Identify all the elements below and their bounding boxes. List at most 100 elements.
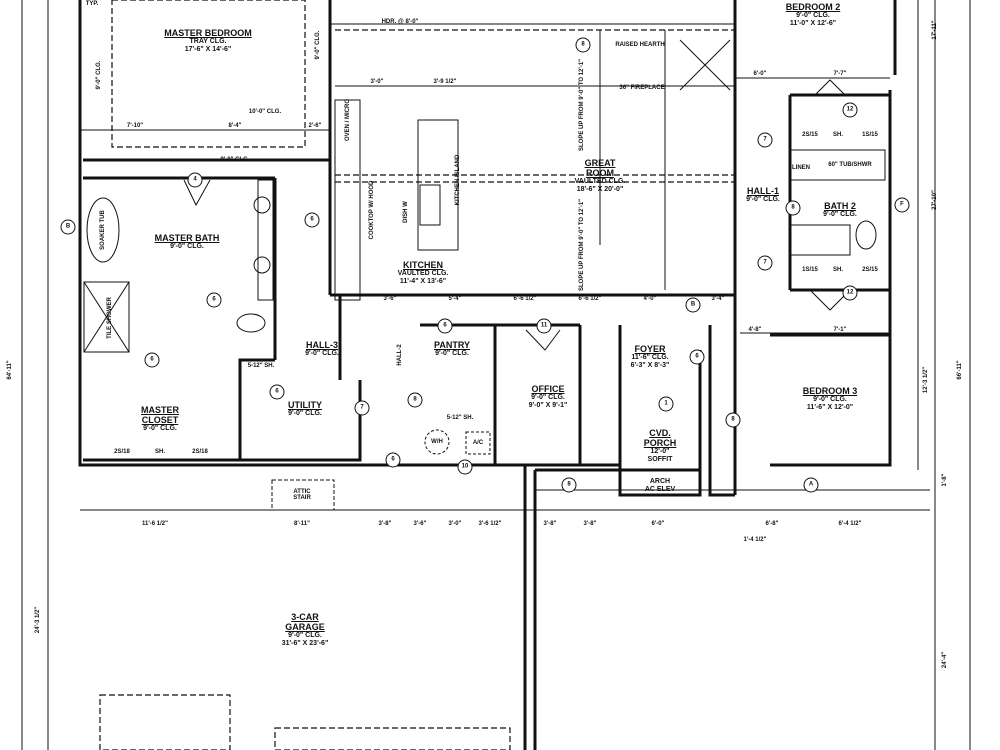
room-name: BEDROOM 3 xyxy=(802,386,858,396)
room-ceiling: VAULTED CLG. xyxy=(397,270,449,277)
shelf-label: 5-12" SH. xyxy=(247,363,275,369)
dimension: 7'-1" xyxy=(833,327,847,333)
dimension: 24'-4" xyxy=(942,651,948,669)
kitchen-island-label: KITCHEN ISLAND xyxy=(455,154,461,206)
door-tag: 1 xyxy=(658,396,674,412)
room-name: BATH 2 xyxy=(824,201,856,211)
dimension: 1'-4 1/2" xyxy=(743,537,767,543)
room-hall-3: HALL-3 9'-0" CLG. xyxy=(305,340,339,358)
room-ceiling: 9'-0" CLG. xyxy=(796,12,830,19)
dimension: 5'-4" xyxy=(448,296,462,302)
door-tag: 6 xyxy=(144,352,160,368)
dimension: 24'-3 1/2" xyxy=(35,606,41,634)
room-name: BEDROOM 2 xyxy=(785,2,841,12)
room-covered-porch: CVD. PORCH 12'-0" SOFFIT xyxy=(643,428,677,464)
tub-shower-label: 60" TUB/SHWR xyxy=(828,162,872,168)
room-ceiling: 9'-0" CLG. xyxy=(143,425,177,432)
oven-label: OVEN / MICRO xyxy=(345,98,351,142)
room-name: HALL-3 xyxy=(306,340,338,350)
dimension: 3'-0" xyxy=(370,79,384,85)
dimension: 3'-6 1/2" xyxy=(478,521,502,527)
dimension: 6'-4 1/2" xyxy=(838,521,862,527)
dimension: 3'-6" xyxy=(413,521,427,527)
room-name: MASTER BEDROOM xyxy=(164,28,252,38)
arch-elev-label: AC ELEV xyxy=(644,486,676,493)
shelf-label: 1S/15 xyxy=(802,267,818,273)
room-size: 11'-4" X 13'-6" xyxy=(399,278,447,285)
door-tag: 12 xyxy=(842,285,858,301)
section-tag: A xyxy=(803,477,819,493)
door-tag: 10 xyxy=(457,459,473,475)
dimension: 7'-10" xyxy=(126,123,144,129)
room-pantry: PANTRY 9'-0" CLG. xyxy=(434,340,470,358)
shelf-label: 2S/18 xyxy=(114,449,130,455)
room-size: 11'-0" X 12'-6" xyxy=(789,20,837,27)
room-ceiling: 9'-0" CLG. xyxy=(288,632,322,639)
dimension: 3'-9 1/2" xyxy=(433,79,457,85)
room-bedroom-2: BEDROOM 2 9'-0" CLG. 11'-0" X 12'-6" xyxy=(783,2,843,28)
dimension: 3'-8" xyxy=(543,521,557,527)
room-ceiling: 12'-0" xyxy=(650,448,670,455)
door-tag: 8 xyxy=(785,200,801,216)
attic-stair-label: ATTIC STAIR xyxy=(293,489,311,501)
section-tag: F xyxy=(894,197,910,213)
room-ceiling: 9'-0" CLG. xyxy=(288,410,322,417)
dimension: 8'-4" xyxy=(228,123,242,129)
shelf-label: 5-12" SH. xyxy=(446,415,474,421)
room-kitchen: KITCHEN VAULTED CLG. 11'-4" X 13'-6" xyxy=(398,260,449,286)
dimension: 3'-0" xyxy=(448,521,462,527)
room-name: PANTRY xyxy=(434,340,470,350)
room-bedroom-3: BEDROOM 3 9'-0" CLG. 11'-6" X 12'-0" xyxy=(803,386,858,412)
header-note: HDR. @ 8'-0" xyxy=(381,19,419,25)
door-tag: 8 xyxy=(407,392,423,408)
door-tag: 6 xyxy=(437,318,453,334)
soffit-note: SOFFIT xyxy=(647,456,673,463)
shelf-label: 2S/18 xyxy=(192,449,208,455)
dimension: 6'-0" xyxy=(651,521,665,527)
dimension: 8'-11" xyxy=(294,521,310,527)
cooktop-label: COOKTOP W/ HOOD xyxy=(369,180,375,240)
shelf-label: 1S/15 xyxy=(862,132,878,138)
door-tag: 4 xyxy=(187,172,203,188)
room-name: CVD. PORCH xyxy=(643,428,677,448)
room-size: 6'-3" X 8'-3" xyxy=(630,362,670,369)
dimension: 2'-6" xyxy=(308,123,322,129)
dimension: 3'-6" xyxy=(383,296,397,302)
shelf-label: SH. xyxy=(832,267,844,273)
door-tag: 7 xyxy=(757,132,773,148)
room-utility: UTILITY 9'-0" CLG. xyxy=(288,400,322,418)
tile-shower-label: TILE SHOWER xyxy=(107,297,113,339)
door-tag: 8 xyxy=(575,37,591,53)
ceiling-note: 10'-0" CLG. xyxy=(248,109,282,115)
room-ceiling: 9'-0" CLG. xyxy=(746,196,780,203)
room-name: HALL-1 xyxy=(747,186,779,196)
dimension: 6'-0" xyxy=(753,71,767,77)
room-hall-1: HALL-1 9'-0" CLG. xyxy=(746,186,780,204)
room-hall-2: HALL-2 xyxy=(397,344,403,366)
room-size: 18'-6" X 20'-0" xyxy=(576,186,624,193)
room-master-bath: MASTER BATH 9'-0" CLG. xyxy=(155,233,220,251)
door-tag: 11 xyxy=(536,318,552,334)
room-name: 3-CAR GARAGE xyxy=(285,612,325,632)
section-tag: B xyxy=(685,297,701,313)
dimension: 3'-8" xyxy=(583,521,597,527)
slope-note: SLOPE UP FROM 9'-0" TO 12'-1" xyxy=(579,198,585,292)
raised-hearth-label: RAISED HEARTH xyxy=(615,42,665,48)
ceiling-note: 9'-0" CLG. xyxy=(220,157,250,163)
shelf-label: SH. xyxy=(154,449,166,455)
room-ceiling: 9'-0" CLG. xyxy=(305,350,339,357)
ac-label: A/C xyxy=(472,440,484,446)
room-size: 17'-6" X 14'-6" xyxy=(184,46,232,53)
room-master-closet: MASTER CLOSET 9'-0" CLG. xyxy=(138,405,182,433)
room-size: 11'-6" X 12'-0" xyxy=(806,404,854,411)
room-ceiling: 9'-0" CLG. xyxy=(531,394,565,401)
dimension: 4'-0" xyxy=(643,296,657,302)
door-tag: 6 xyxy=(304,212,320,228)
door-tag: 8 xyxy=(561,477,577,493)
room-name: GREAT ROOM xyxy=(584,158,616,178)
fireplace-label: 36" FIREPLACE xyxy=(619,85,665,91)
room-name: MASTER BATH xyxy=(154,233,220,243)
room-name: MASTER CLOSET xyxy=(141,405,179,425)
overall-dimension-right: 66'-11" xyxy=(957,360,963,380)
